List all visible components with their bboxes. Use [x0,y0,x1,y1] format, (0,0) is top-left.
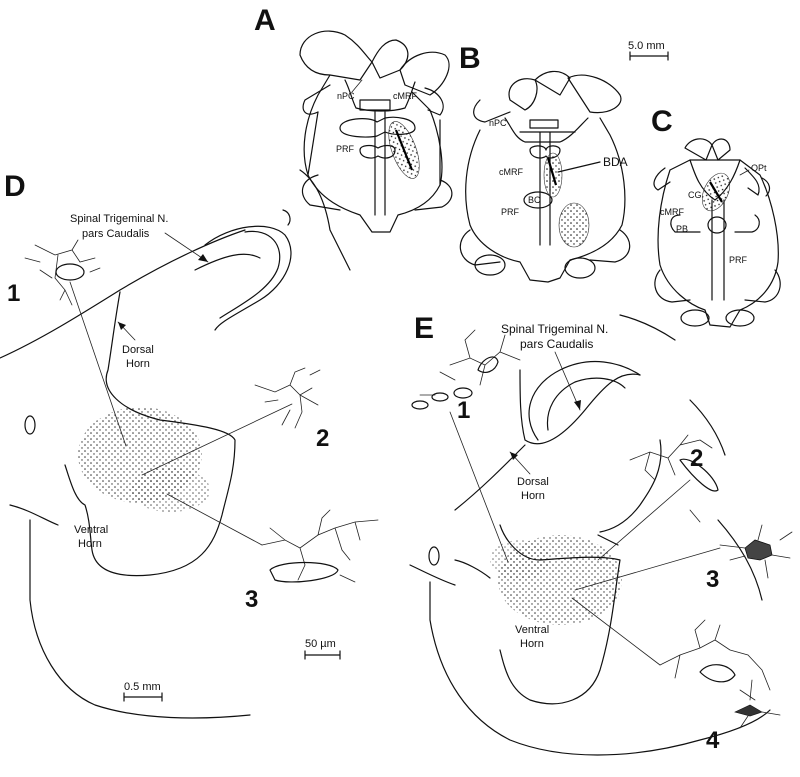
panel-e-inset-4-connector [571,597,661,666]
panel-a-label-cmrf: cMRF [393,91,417,101]
panel-e-inset-2-number: 2 [690,445,703,472]
panel-d-label-dorsal-2: Horn [126,358,150,370]
panel-e-inset-1-number: 1 [457,397,470,424]
panel-d-inset-1-connector [69,281,127,447]
panel-d-label-ventral-1: Ventral [74,524,108,536]
panel-a-label-npc: nPC [337,91,355,101]
panel-b-label-npc: nPC [489,118,507,128]
panel-e-label-spinal-2: pars Caudalis [520,337,593,351]
panel-e-inset-1-connector [449,411,509,563]
panel-d-inset-2: 2 [141,367,329,476]
panel-e: E Spinal Trigeminal N. pars Caudalis Dor… [409,312,793,756]
panel-b-labeled-field [558,202,590,248]
panel-d-inset-2-connector [141,403,293,476]
panel-b-label-bc: BC [528,195,541,205]
panel-e-spinal-arrowhead [574,400,581,410]
panel-a-letter: A [254,4,276,37]
scale-bar-bottom: 0.5 mm [123,681,163,702]
panel-c-label-prf: PRF [729,255,748,265]
panel-d-inset-3: 3 [166,493,379,613]
panel-d-spinal-arrowhead [198,254,208,262]
panel-c: C OPt CG cMRF PB PRF [651,105,781,328]
panel-a-npc-pointer [351,79,363,93]
panel-c-opt-pointer [739,169,750,176]
panel-e-inset-3: 3 [574,524,793,593]
panel-d-inset-3-connector [166,493,263,546]
panel-d-spinal-cord-outline [0,169,351,719]
panel-b: B BDA nPC cMRF BC PRF [459,42,631,283]
panel-e-spinal-pointer [554,351,581,411]
panel-d-inset-1: 1 [7,239,127,447]
panel-c-brainstem-outline [653,138,781,328]
panel-d-label-spinal-2: pars Caudalis [82,228,150,240]
panel-b-letter: B [459,42,481,75]
panel-c-bda-track [709,181,723,203]
panel-b-brainstem-outline [459,70,631,283]
scale-bar-bottom-label: 0.5 mm [124,681,161,693]
panel-d-labeled-terminal-field [78,407,210,512]
panel-d-label-dorsal-1: Dorsal [122,344,154,356]
panel-d-inset-2-number: 2 [316,425,329,452]
panel-e-inset-3-number: 3 [706,566,719,593]
panel-d-dorsal-arrowhead [118,322,126,330]
panel-e-letter: E [414,312,434,345]
scale-bar-top-label: 5.0 mm [628,40,665,52]
panel-e-inset-1: 1 [411,329,521,563]
panel-c-label-pb: PB [676,224,688,234]
panel-e-inset-2-connector [597,479,691,561]
panel-a: A nPC cMRF PRF [254,4,453,233]
scale-bar-top: 5.0 mm [628,40,669,61]
scale-bar-middle-label: 50 µm [305,638,336,650]
panel-d-label-ventral-2: Horn [78,538,102,550]
panel-e-label-dorsal-1: Dorsal [517,476,549,488]
panel-b-label-cmrf: cMRF [499,167,523,177]
panel-c-label-cmrf: cMRF [660,207,684,217]
panel-a-label-prf: PRF [336,144,355,154]
panel-d-label-spinal-1: Spinal Trigeminal N. [70,213,168,225]
panel-d: D Spinal Trigeminal N. pars Caudalis Dor… [0,169,379,719]
panel-d-inset-1-number: 1 [7,280,20,307]
panel-a-bda-track [394,129,414,171]
panel-c-label-cg: CG [688,190,702,200]
panel-e-label-spinal-1: Spinal Trigeminal N. [501,322,608,336]
panel-e-label-ventral-1: Ventral [515,624,549,636]
panel-b-bda-track [546,157,558,186]
panel-e-labeled-terminal-field [490,535,622,625]
panel-e-inset-3-connector [574,547,721,591]
panel-e-dorsal-arrowhead [510,452,518,460]
panel-e-inset-2: 2 [597,434,719,561]
panel-d-letter: D [4,170,26,203]
panel-b-bda-pointer [557,161,601,173]
panel-e-label-ventral-2: Horn [520,638,544,650]
panel-e-spinal-cord-outline [409,314,771,756]
panel-b-label-prf: PRF [501,207,520,217]
panel-a-brainstem-outline [299,30,453,233]
panel-e-inset-4: 4 [571,597,781,754]
panel-d-inset-3-number: 3 [245,586,258,613]
panel-e-inset-4-number: 4 [706,727,720,754]
panel-c-letter: C [651,105,673,138]
scale-bar-middle: 50 µm [304,638,341,660]
panel-e-label-dorsal-2: Horn [521,490,545,502]
panel-b-label-bda: BDA [603,155,628,169]
panel-c-label-opt: OPt [751,163,767,173]
